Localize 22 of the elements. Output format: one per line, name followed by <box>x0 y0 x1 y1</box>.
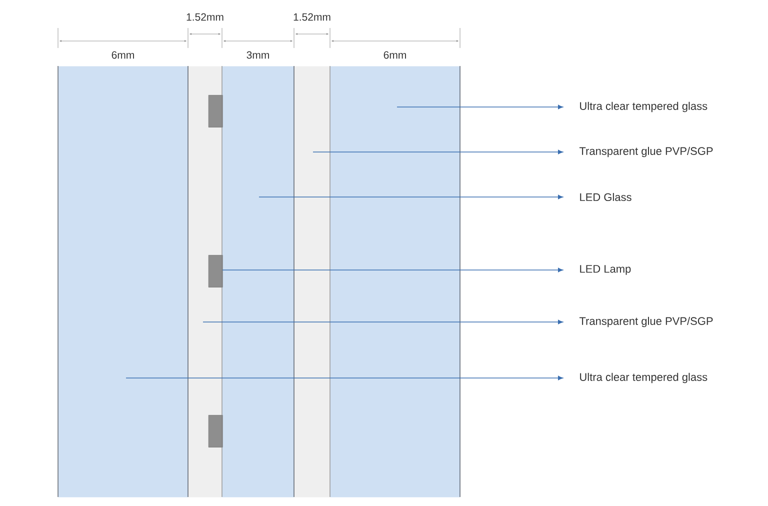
leader-line <box>312 150 564 154</box>
callout-label: Ultra clear tempered glass <box>580 372 708 384</box>
callout-label: Ultra clear tempered glass <box>580 102 708 112</box>
led-lamp <box>208 95 223 128</box>
leader-line <box>396 104 564 110</box>
led-lamp <box>208 415 223 448</box>
leader-line <box>258 194 564 200</box>
leader-line <box>126 376 564 380</box>
leader-line <box>222 268 564 272</box>
led-lamp <box>208 255 223 288</box>
dimension-label: 3mm <box>246 51 269 59</box>
callout-label: LED Glass <box>580 192 632 202</box>
leader-line <box>202 320 564 324</box>
callout-label: Transparent glue PVP/SGP <box>579 316 713 328</box>
glass-layer <box>222 66 294 498</box>
glass-layer <box>58 66 188 498</box>
dimension-label: 1.52mm <box>186 13 224 21</box>
glass-layer <box>330 66 460 498</box>
callout-label: LED Lamp <box>580 265 631 275</box>
callout-label: Transparent glue PVP/SGP <box>579 146 713 158</box>
dimension-label: 1.52mm <box>294 13 330 21</box>
glue-layer <box>294 66 330 498</box>
